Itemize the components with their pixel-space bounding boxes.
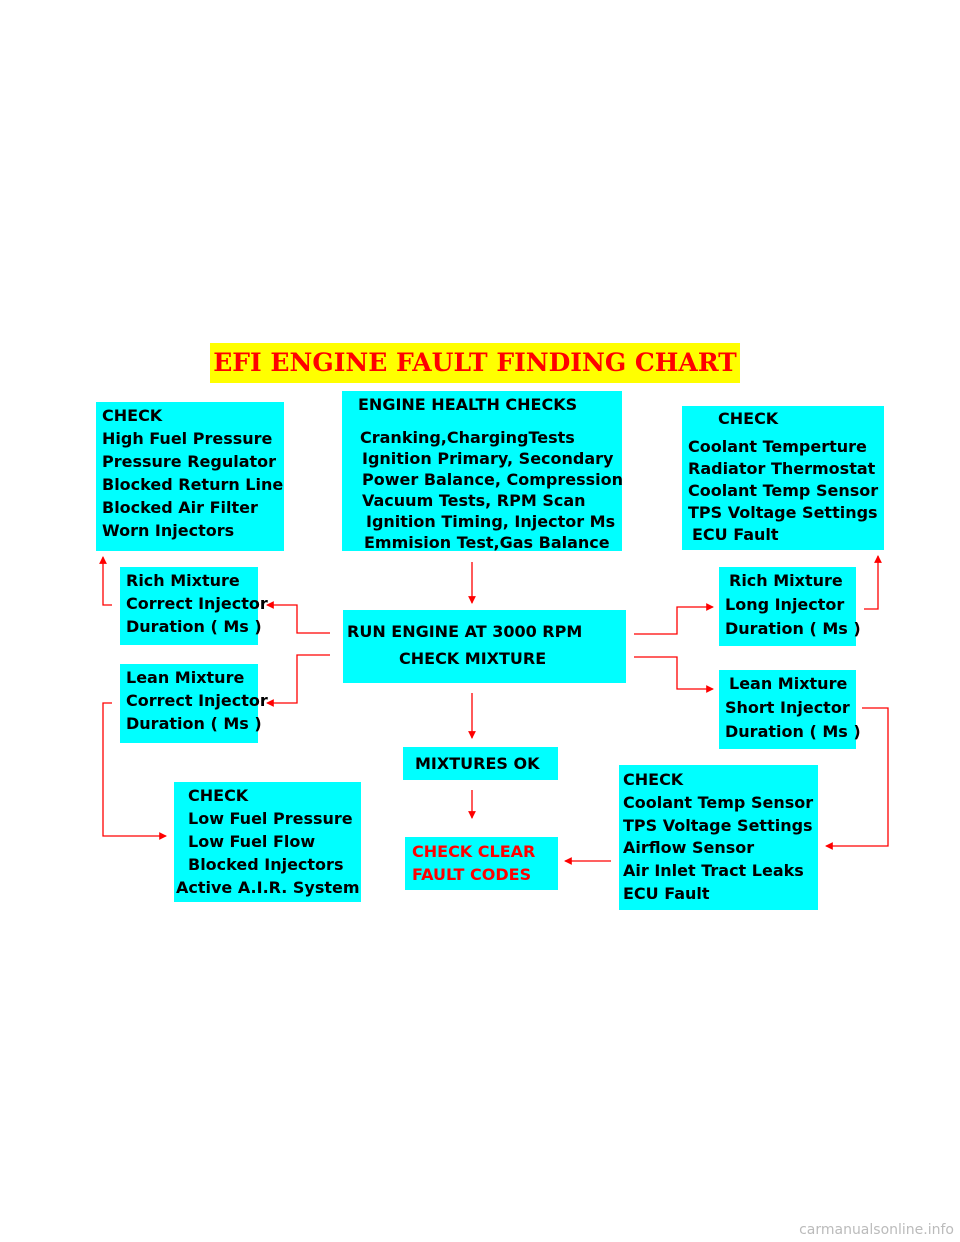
box-line: Duration ( Ms )	[126, 714, 262, 733]
check-high-fuel-pressure-box: CHECK High Fuel Pressure Pressure Regula…	[96, 402, 284, 551]
box-line: Pressure Regulator	[102, 452, 277, 471]
box-heading: CHECK	[718, 409, 779, 428]
box-line: Blocked Injectors	[188, 855, 344, 874]
rich-mixture-long-injector-box: Rich Mixture Long Injector Duration ( Ms…	[719, 567, 861, 646]
arrow-lean-to-low-pressure	[102, 702, 167, 840]
box-line: Low Fuel Pressure	[188, 809, 353, 828]
box-heading: ENGINE HEALTH CHECKS	[358, 395, 578, 414]
box-line: Lean Mixture	[126, 668, 245, 687]
lean-mixture-short-injector-box: Lean Mixture Short Injector Duration ( M…	[719, 670, 861, 749]
box-line: Coolant Temp Sensor	[623, 792, 814, 812]
arrow-run-to-rich-correct	[266, 601, 330, 634]
box-line: Ignition Primary, Secondary	[362, 449, 614, 468]
box-line: TPS Voltage Settings	[623, 815, 813, 835]
box-line: FAULT CODES	[412, 865, 532, 884]
box-line: ECU Fault	[623, 883, 710, 903]
box-line: Rich Mixture	[729, 571, 843, 590]
box-line: MIXTURES OK	[415, 754, 540, 773]
box-line: Duration ( Ms )	[725, 722, 861, 741]
box-line: Air Inlet Tract Leaks	[623, 861, 804, 881]
box-line: CHECK MIXTURE	[399, 649, 547, 668]
box-line: RUN ENGINE AT 3000 RPM	[347, 622, 583, 641]
check-clear-fault-codes-box: CHECK CLEAR FAULT CODES	[405, 837, 558, 890]
box-line: Correct Injector	[126, 594, 268, 613]
box-line: Airflow Sensor	[623, 838, 755, 858]
box-line: Low Fuel Flow	[188, 832, 316, 851]
box-line: Worn Injectors	[102, 521, 235, 540]
arrow-rich-to-high-pressure	[99, 556, 112, 606]
arrow-run-to-lean-correct	[266, 654, 330, 707]
box-line: Ignition Timing, Injector Ms	[366, 512, 616, 531]
box-line: ECU Fault	[692, 525, 779, 544]
rich-mixture-correct-injector-box: Rich Mixture Correct Injector Duration (…	[120, 567, 268, 645]
arrow-rich-long-to-coolant	[864, 555, 882, 610]
box-line: CHECK	[188, 786, 249, 805]
footer-watermark: carmanualsonline.info	[799, 1222, 954, 1238]
arrow-run-to-rich-long	[634, 603, 714, 635]
engine-health-checks-box: ENGINE HEALTH CHECKS Cranking,ChargingTe…	[342, 391, 623, 552]
box-line: Short Injector	[725, 698, 850, 717]
mixtures-ok-box: MIXTURES OK	[403, 747, 558, 780]
box-line: Rich Mixture	[126, 571, 240, 590]
box-line: Correct Injector	[126, 691, 268, 710]
box-line: CHECK CLEAR	[412, 842, 536, 861]
box-line: CHECK	[623, 770, 684, 789]
box-line: Active A.I.R. System	[176, 878, 360, 897]
box-line: Coolant Temp Sensor	[688, 481, 879, 500]
box-line: Duration ( Ms )	[725, 619, 861, 638]
check-sensors-box: CHECK Coolant Temp Sensor TPS Voltage Se…	[619, 765, 818, 910]
run-engine-box: RUN ENGINE AT 3000 RPM CHECK MIXTURE	[343, 610, 626, 683]
box-line: Duration ( Ms )	[126, 617, 262, 636]
check-coolant-box: CHECK Coolant Temperture Radiator Thermo…	[682, 406, 884, 550]
box-line: Power Balance, Compression	[362, 470, 623, 489]
chart-title: EFI ENGINE FAULT FINDING CHART	[210, 343, 740, 383]
check-low-fuel-pressure-box: CHECK Low Fuel Pressure Low Fuel Flow Bl…	[174, 782, 361, 902]
box-line: Lean Mixture	[729, 674, 848, 693]
box-line: CHECK	[102, 406, 163, 425]
box-line: Blocked Air Filter	[102, 498, 258, 517]
box-line: Blocked Return Line	[102, 475, 284, 494]
arrow-lean-short-to-sensors	[825, 707, 889, 850]
box-line: Cranking,ChargingTests	[360, 428, 575, 447]
box-line: Radiator Thermostat	[688, 459, 876, 478]
box-line: TPS Voltage Settings	[688, 503, 878, 522]
box-line: High Fuel Pressure	[102, 429, 273, 448]
box-line: Vacuum Tests, RPM Scan	[362, 491, 586, 510]
arrow-run-to-lean-short	[634, 656, 714, 693]
box-line: Coolant Temperture	[688, 437, 867, 456]
box-line: Emmision Test,Gas Balance	[364, 533, 610, 552]
box-line: Long Injector	[725, 595, 845, 614]
lean-mixture-correct-injector-box: Lean Mixture Correct Injector Duration (…	[120, 664, 268, 743]
